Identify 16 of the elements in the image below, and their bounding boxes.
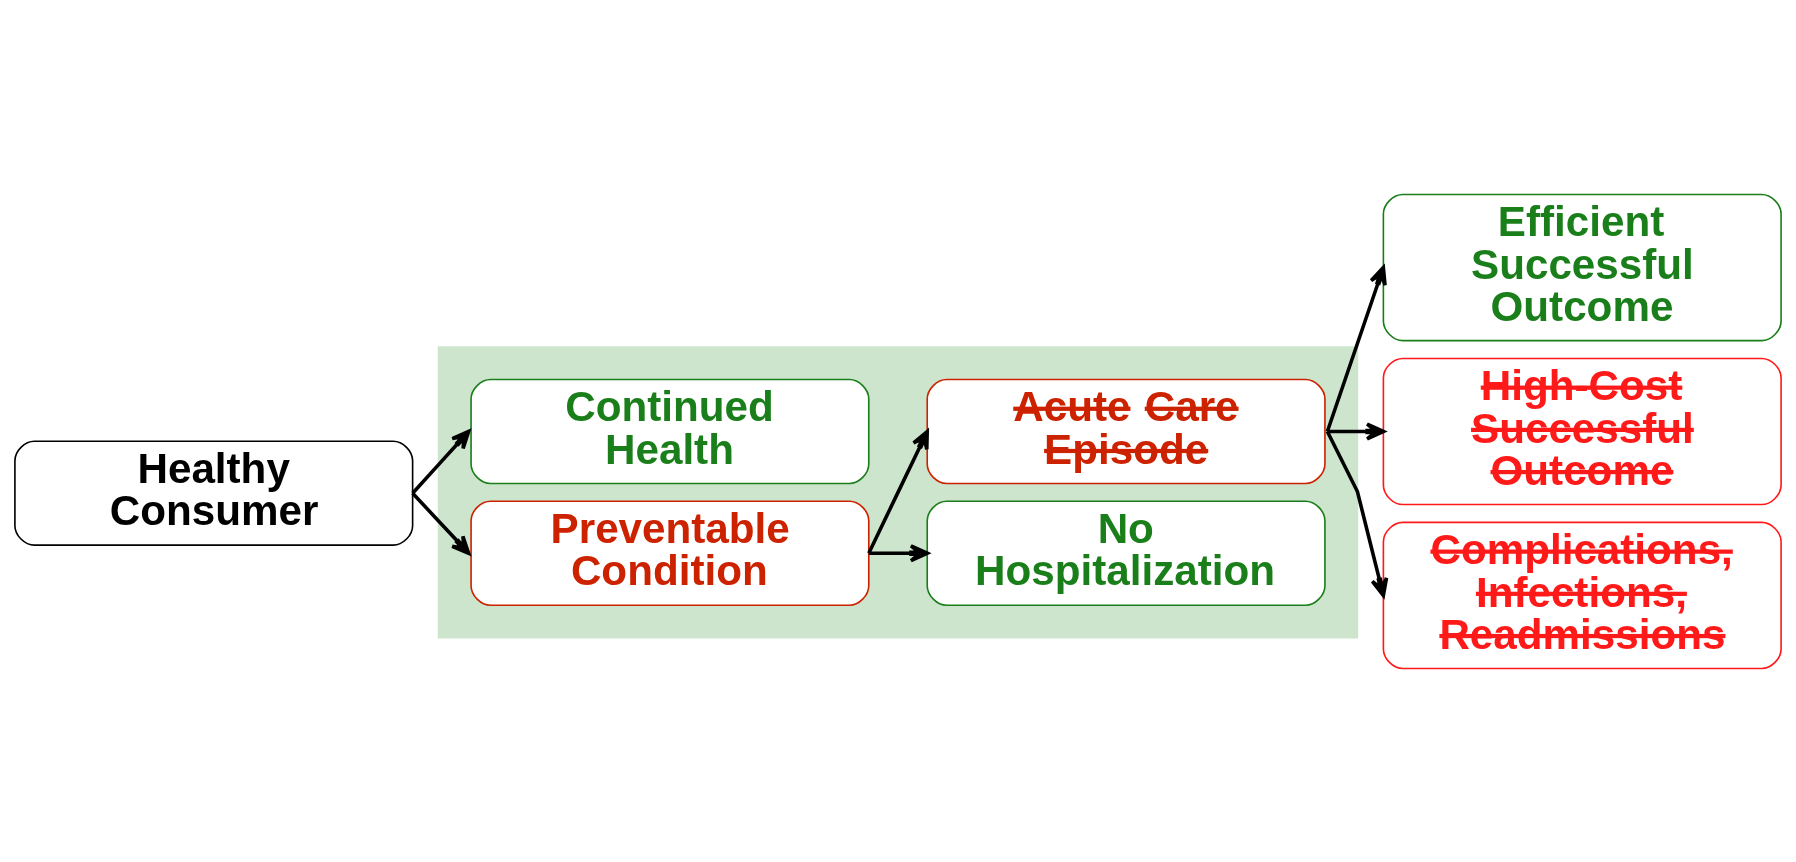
arrow bbox=[867, 429, 929, 554]
arrow bbox=[411, 429, 471, 494]
arrow bbox=[411, 491, 471, 555]
node-box: High-Cost Successful Outcome bbox=[1382, 357, 1782, 505]
arrow bbox=[1325, 430, 1389, 597]
arrow bbox=[868, 543, 929, 562]
arrow bbox=[1325, 265, 1387, 432]
node-box: Efficient Successful Outcome bbox=[1382, 193, 1782, 341]
node-box: No Hospitalization bbox=[926, 500, 1326, 606]
node-box: Healthy Consumer bbox=[14, 439, 414, 546]
node-box: Preventable Condition bbox=[470, 500, 870, 606]
node-box: Continued Health bbox=[470, 378, 870, 484]
node-box: Complications, Infections, Readmissions bbox=[1382, 521, 1782, 669]
node-box: Acute Care Episode bbox=[926, 378, 1326, 484]
arrow bbox=[1327, 421, 1386, 441]
cluster bbox=[437, 345, 1359, 638]
